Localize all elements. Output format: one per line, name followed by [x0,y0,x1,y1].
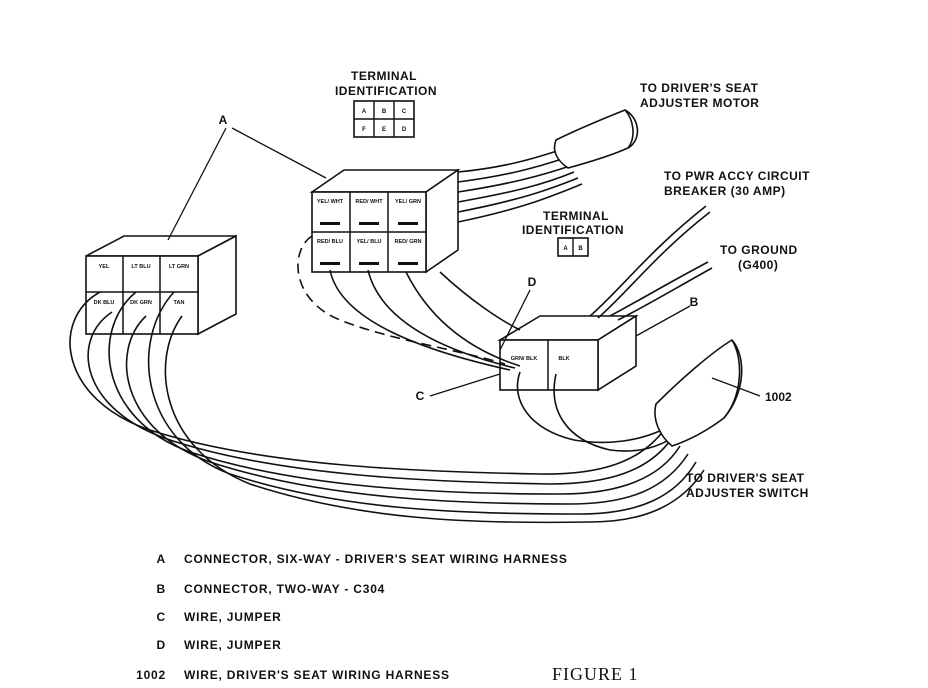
legend-key: B [156,582,166,596]
motor-harness [457,109,639,223]
pin-e: E [382,127,386,133]
switch-harness [69,291,743,524]
motor-label-line2: ADJUSTER MOTOR [640,96,759,110]
motor-label-line1: TO DRIVER'S SEAT [640,81,759,95]
switch-label-line1: TO DRIVER'S SEAT [686,471,805,485]
legend-key: 1002 [136,668,166,682]
ground-label-line2: (G400) [738,258,778,272]
pin-d: D [402,127,407,133]
callout-b: B [690,295,699,309]
cavity-lt-blu: LT BLU [131,264,150,270]
wiring-diagram: TERMINAL IDENTIFICATION A B C F E D TERM… [69,69,810,524]
figure-label: FIGURE 1 [552,664,639,684]
cavity-yel-blu: YEL/ BLU [356,239,381,245]
pin-a: A [362,109,367,115]
power-ground-wires [589,205,713,321]
pin-a-mid: A [563,246,568,252]
pin-c: C [402,109,407,115]
cavity-red-grn: RED/ GRN [395,239,422,245]
legend-key: D [156,638,166,652]
callout-a: A [219,113,228,127]
cavity-red-blu: RED/ BLU [317,239,343,245]
legend-text: WIRE, DRIVER'S SEAT WIRING HARNESS [184,668,450,682]
legend-text: WIRE, JUMPER [184,610,282,624]
pwr-label-line2: BREAKER (30 AMP) [664,184,786,198]
legend-text: WIRE, JUMPER [184,638,282,652]
leader-lines [167,127,761,397]
pin-b-mid: B [578,246,583,252]
terminal-id-top-line1: TERMINAL [351,69,417,83]
legend-key: C [156,610,166,624]
six-way-connector-left: YEL LT BLU LT GRN DK BLU DK GRN TAN [85,234,237,336]
cavity-dk-grn: DK GRN [130,300,152,306]
terminal-id-mid-line1: TERMINAL [543,209,609,223]
legend-text: CONNECTOR, TWO-WAY - C304 [184,582,386,596]
two-way-connector: GRN/ BLK BLK [497,314,639,392]
cavity-yel: YEL [99,264,110,270]
terminal-id-mid-line2: IDENTIFICATION [522,223,624,237]
callout-1002: 1002 [765,390,792,404]
six-way-connector-center: YEL/ WHT RED/ WHT YEL/ GRN RED/ BLU YEL/… [309,168,461,274]
cavity-blk: BLK [558,356,569,362]
pin-f: F [362,127,366,133]
callout-c: C [416,389,425,403]
legend-key: A [156,552,166,566]
cavity-grn-blk: GRN/ BLK [511,356,538,362]
callout-d: D [528,275,537,289]
pwr-label-line1: TO PWR ACCY CIRCUIT [664,169,810,183]
jumper-wires [297,235,521,371]
cavity-tan: TAN [174,300,185,306]
terminal-id-top-grid: A B C F E D [353,100,415,138]
cavity-red-wht: RED/ WHT [355,199,383,205]
cavity-dk-blu: DK BLU [94,300,115,306]
terminal-id-mid-grid: A B [557,237,589,257]
switch-label-line2: ADJUSTER SWITCH [686,486,809,500]
cavity-yel-wht: YEL/ WHT [317,199,344,205]
cavity-lt-grn: LT GRN [169,264,189,270]
ground-label-line1: TO GROUND [720,243,798,257]
pin-b: B [382,109,387,115]
terminal-id-top-line2: IDENTIFICATION [335,84,437,98]
legend-text: CONNECTOR, SIX-WAY - DRIVER'S SEAT WIRIN… [184,552,568,566]
cavity-yel-grn: YEL/ GRN [395,199,421,205]
